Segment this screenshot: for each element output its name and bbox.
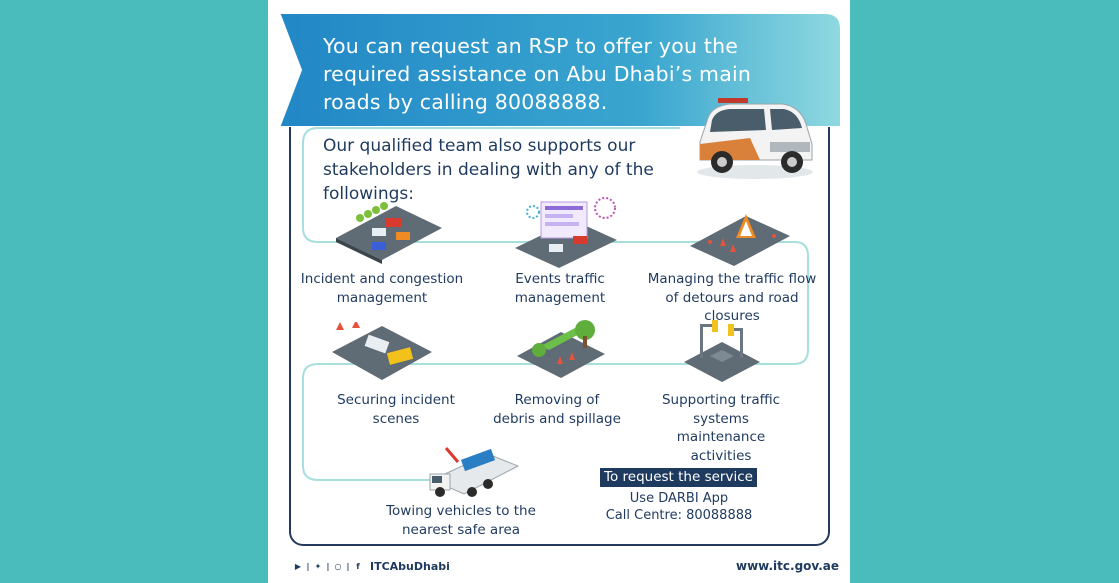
debris-removal-icon [517,320,605,378]
banner-shape [280,14,840,126]
request-phone-line: Call Centre: 80088888 [605,508,753,523]
incident-road-icon [336,202,442,264]
rsp-banner: You can request an RSP to offer you the … [280,14,840,126]
content-frame [289,127,830,546]
service-events-traffic: Events traffic management [514,271,606,306]
service-traffic-systems: Supporting traffic systems maintenance a… [661,392,781,464]
instagram-icon[interactable]: ○ [334,561,342,571]
service-detours-closures: Managing the traffic flow of detours and… [647,271,817,324]
youtube-icon[interactable]: ▶ [294,561,302,571]
social-handle[interactable]: ITCAbuDhabi [370,560,450,573]
service-securing-scenes: Securing incident scenes [337,392,455,427]
service-incident-congestion: Incident and congestion management [300,271,464,306]
service-towing: Towing vehicles to the nearest safe area [386,503,536,538]
traffic-signal-icon [684,320,760,382]
facebook-icon[interactable]: f [356,561,360,571]
tow-truck-icon [429,447,520,497]
incident-scene-icon [332,322,432,380]
banner-notch [278,12,302,128]
request-heading: To request the service [600,468,757,487]
detour-roadwork-icon [690,214,790,266]
service-debris-removal: Removing of debris and spillage [493,392,621,427]
social-handle-group: ▶ | ✦ | ○ | f ITCAbuDhabi [294,560,450,573]
twitter-icon[interactable]: ✦ [314,561,322,571]
banner-text: You can request an RSP to offer you the … [323,34,752,114]
website-link[interactable]: www.itc.gov.ae [736,559,840,573]
request-app-line: Use DARBI App [629,491,729,506]
events-traffic-icon [515,197,617,268]
